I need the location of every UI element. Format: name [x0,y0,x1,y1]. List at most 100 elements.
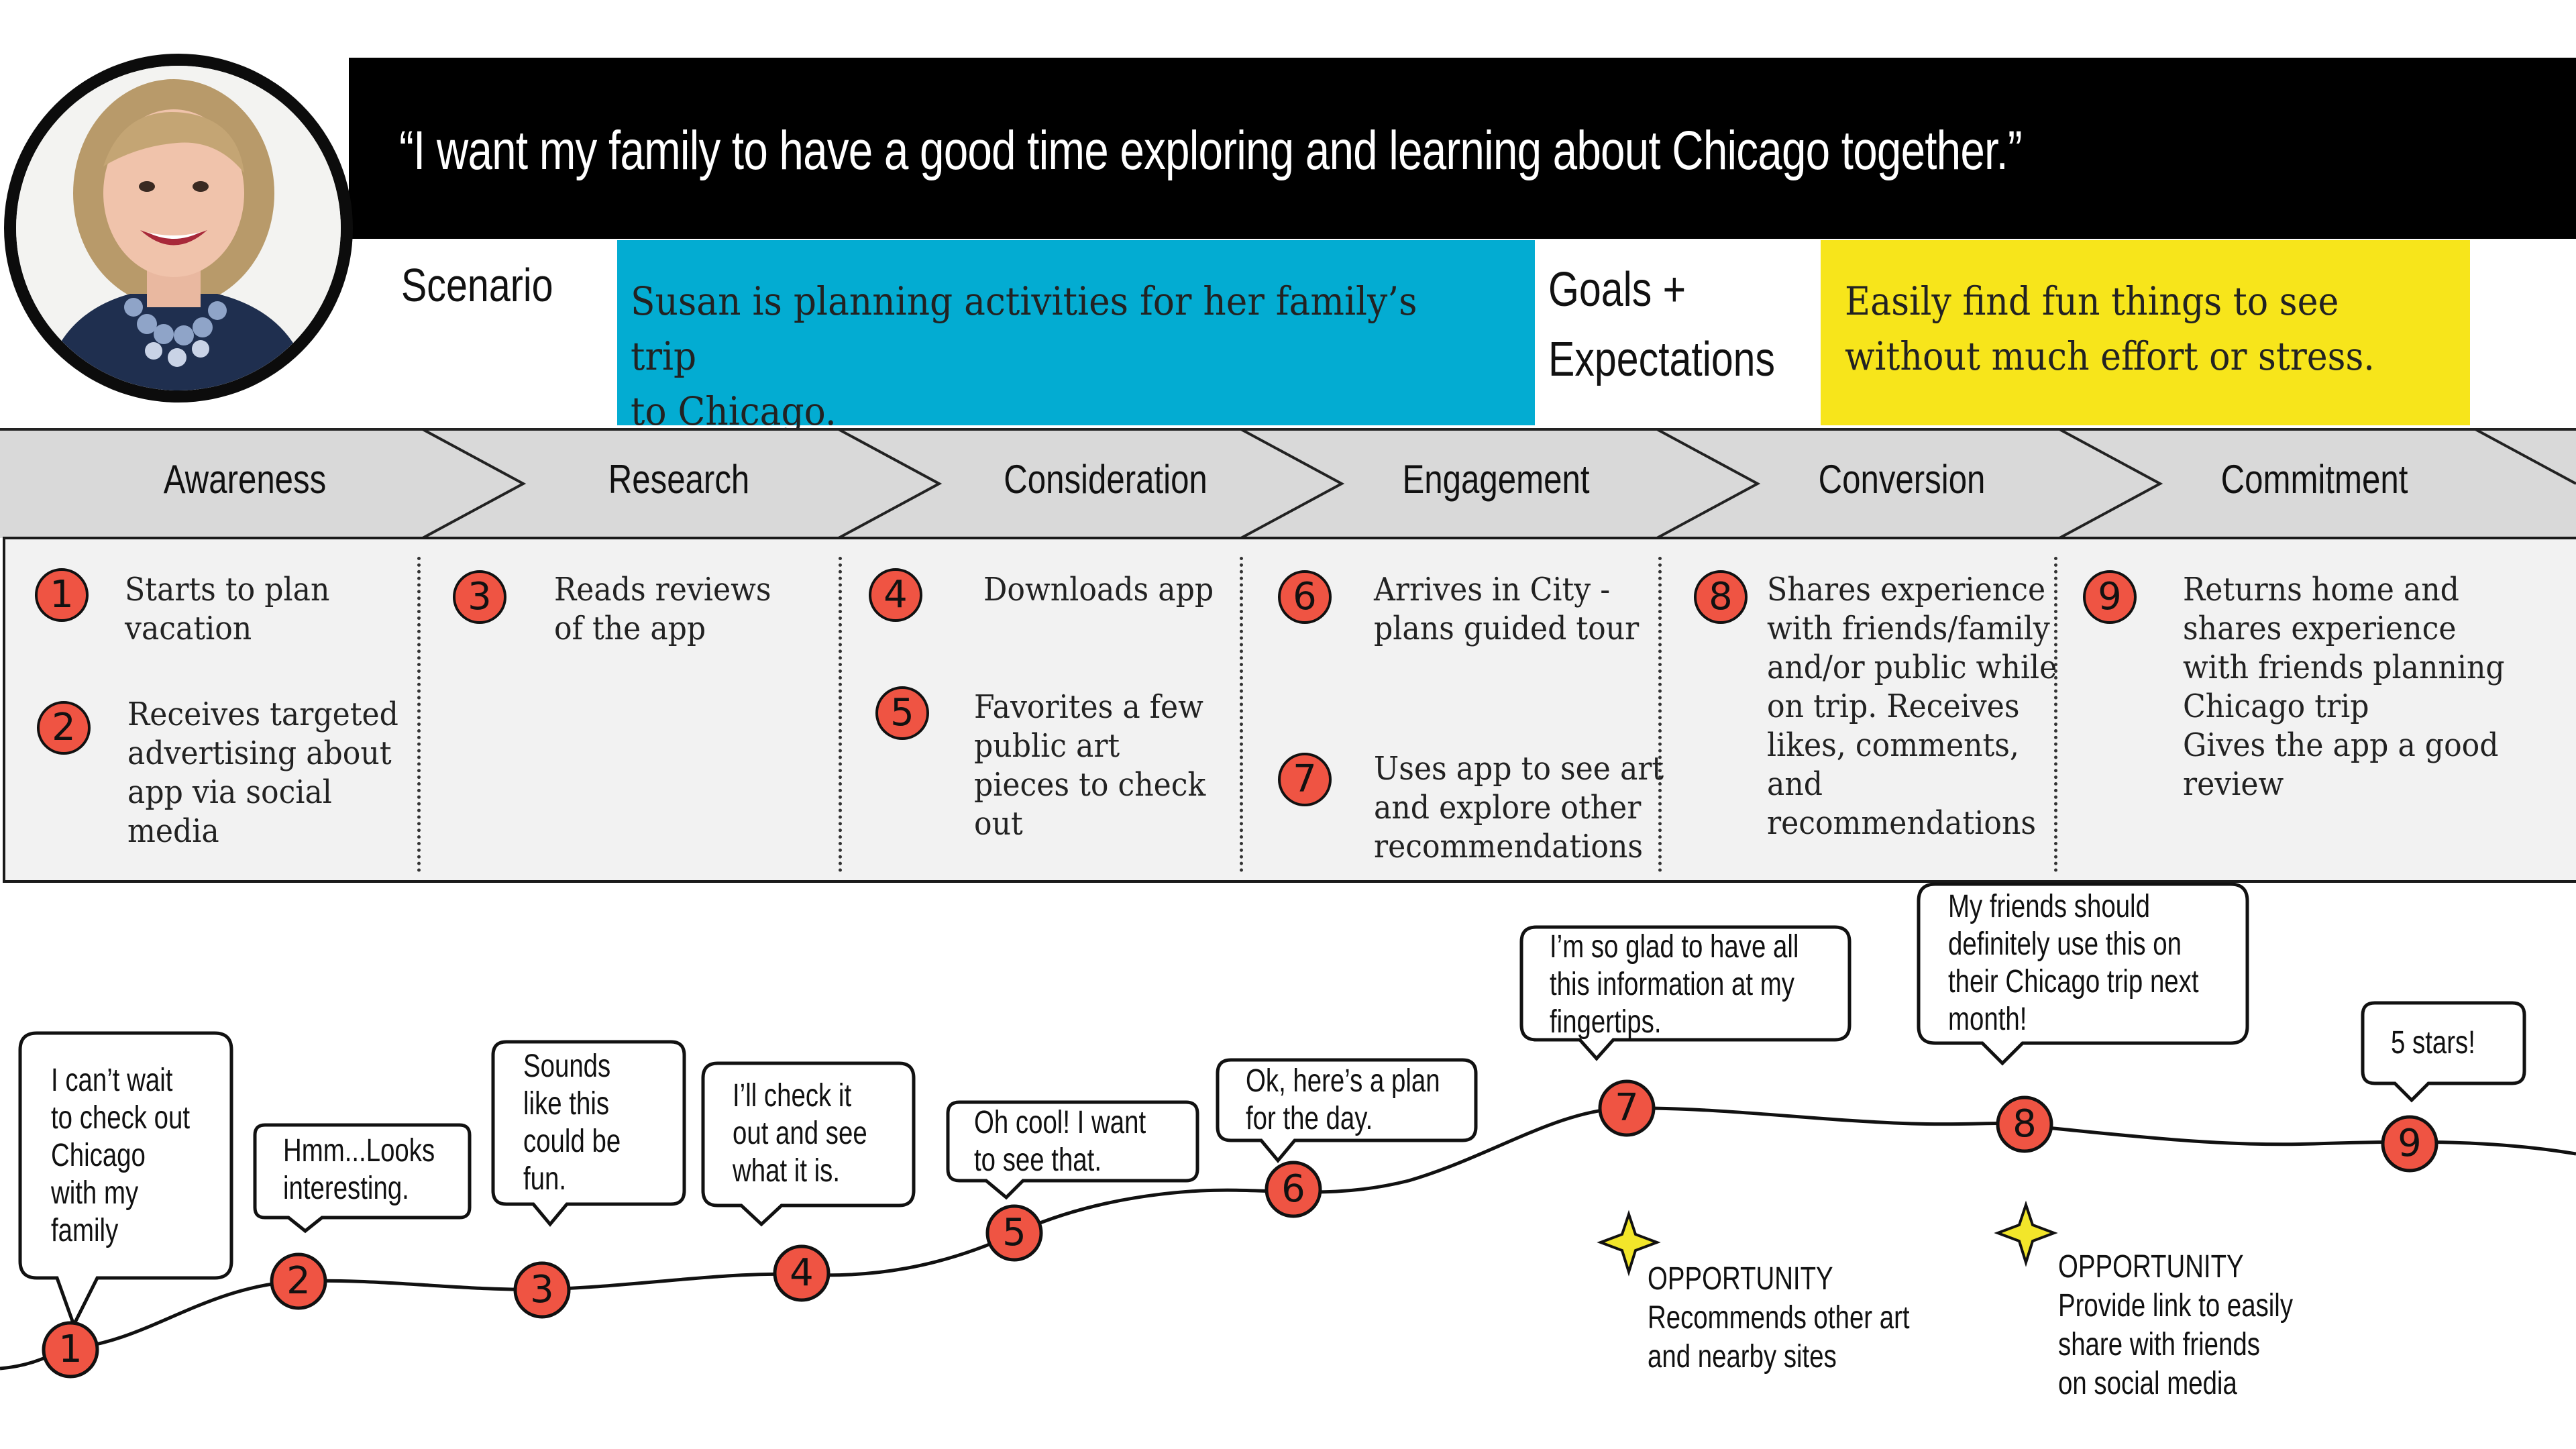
step-line: recommendations [1767,804,2037,842]
step-badge: 3 [453,570,506,624]
goals-text: Easily find fun things to see without mu… [1845,274,2449,384]
journey-marker-label: 5 [1002,1211,1026,1254]
step-line: pieces to check [974,766,1206,804]
step-line: with friends planning [2183,649,2505,686]
step-badge: 8 [1694,570,1748,624]
opportunity-note: OPPORTUNITY Provide link to easily share… [2058,1248,2293,1403]
journey-marker-8 [1996,1095,2053,1153]
goals-box [1821,240,2470,425]
stage-engagement: Engagement [1402,457,1590,502]
step-badge: 5 [875,686,929,740]
step-line: Gives the app a good [2183,727,2499,764]
bubble-text: Oh cool! I want to see that. [974,1104,1146,1179]
step-line: of the app [554,610,706,647]
step-text: Downloads app [983,570,1214,609]
opportunity-line: OPPORTUNITY [1648,1261,1833,1297]
bubble-line: fingertips. [1550,1004,1662,1040]
step-badge: 2 [37,701,91,755]
journey-marker-7 [1598,1079,1656,1137]
goals-line: without much effort or stress. [1845,333,2375,379]
journey-marker-label: 2 [286,1259,311,1303]
bubble-line: Hmm...Looks [283,1133,435,1169]
step-line: Receives targeted [127,696,398,733]
bubble-line: I can’t wait [51,1063,173,1098]
speech-bubble [18,1031,233,1330]
stage-research: Research [608,457,750,502]
step-line: recommendations [1374,828,1644,865]
speech-bubble [946,1100,1199,1200]
journey-marker-4 [773,1244,830,1302]
step-line: Downloads app [983,571,1214,608]
journey-marker-label: 9 [2398,1122,2422,1165]
stage-divider [2054,557,2057,872]
step-line: review [2183,765,2284,803]
persona-avatar [4,54,353,402]
step-text: Receives targeted advertising about app … [127,695,398,851]
step-line: Arrives in City - [1374,571,1611,608]
bubble-line: their Chicago trip next [1948,964,2199,1000]
step-line: shares experience [2183,610,2457,647]
step-text: Uses app to see art and explore other re… [1374,749,1664,866]
bubble-line: definitely use this on [1948,926,2182,962]
stage-divider [1240,557,1243,872]
speech-bubble [1917,882,2249,1066]
step-line: Uses app to see art [1374,750,1664,788]
goals-title-line: Goals + [1548,263,1686,317]
bubble-line: for the day. [1246,1101,1373,1136]
step-line: Reads reviews [554,571,771,608]
journey-marker-label: 8 [2012,1102,2037,1146]
step-badge: 4 [869,568,922,622]
step-line: media [127,812,219,850]
stage-conversion: Conversion [1818,457,1986,502]
journey-marker-3 [513,1261,571,1319]
bubble-line: I’ll check it [733,1078,852,1114]
step-line: Chicago trip [2183,688,2369,725]
bubble-text: I’ll check it out and see what it is. [733,1077,867,1190]
stage-commitment: Commitment [2220,457,2408,502]
speech-bubble [1519,925,1851,1061]
step-text: Starts to plan vacation [125,570,329,648]
scenario-title: Scenario [401,259,553,311]
stage-divider [839,557,842,872]
journey-marker-label: 6 [1281,1167,1305,1211]
scenario-line: to Chicago. [631,388,837,434]
bubble-text: Ok, here’s a plan for the day. [1246,1063,1440,1138]
step-text: Reads reviews of the app [554,570,771,648]
opportunity-line: and nearby sites [1648,1339,1837,1375]
bubble-line: 5 stars! [2391,1025,2475,1061]
step-badge: 1 [35,568,89,622]
bubble-line: to see that. [974,1142,1102,1178]
bubble-line: My friends should [1948,889,2150,924]
persona-photo-icon [16,66,341,390]
bubble-line: like this [523,1086,610,1122]
journey-marker-6 [1265,1161,1322,1218]
stage-divider [1658,557,1662,872]
opportunity-line: on social media [2058,1366,2237,1401]
sparkle-star-icon [1994,1200,2058,1267]
journey-marker-label: 1 [58,1328,83,1371]
step-line: and explore other [1374,789,1642,826]
bubble-line: this information at my [1550,967,1794,1002]
step-line: Returns home and [2183,571,2459,608]
step-line: out [974,805,1023,843]
step-badge: 6 [1278,570,1332,624]
step-line: vacation [125,610,252,647]
opportunity-line: share with friends [2058,1327,2260,1362]
step-line: with friends/family [1767,610,2050,647]
bubble-line: with my [51,1175,139,1211]
journey-marker-label: 4 [790,1251,814,1295]
speech-bubble [2361,1001,2526,1103]
step-line: Starts to plan [125,571,330,608]
bubble-line: I’m so glad to have all [1550,929,1799,965]
journey-curve [0,1106,2576,1371]
bubble-line: interesting. [283,1171,409,1206]
bubble-line: Ok, here’s a plan [1246,1063,1440,1099]
stage-awareness: Awareness [163,457,327,502]
opportunity-line: OPPORTUNITY [2058,1249,2244,1285]
journey-markers [42,1079,2438,1379]
scenario-line: Susan is planning activities for her fam… [631,278,1417,379]
bubble-line: family [51,1213,119,1248]
bubble-text: My friends should definitely use this on… [1948,888,2199,1038]
step-text: Arrives in City - plans guided tour [1374,570,1639,648]
step-line: public art [974,727,1120,765]
